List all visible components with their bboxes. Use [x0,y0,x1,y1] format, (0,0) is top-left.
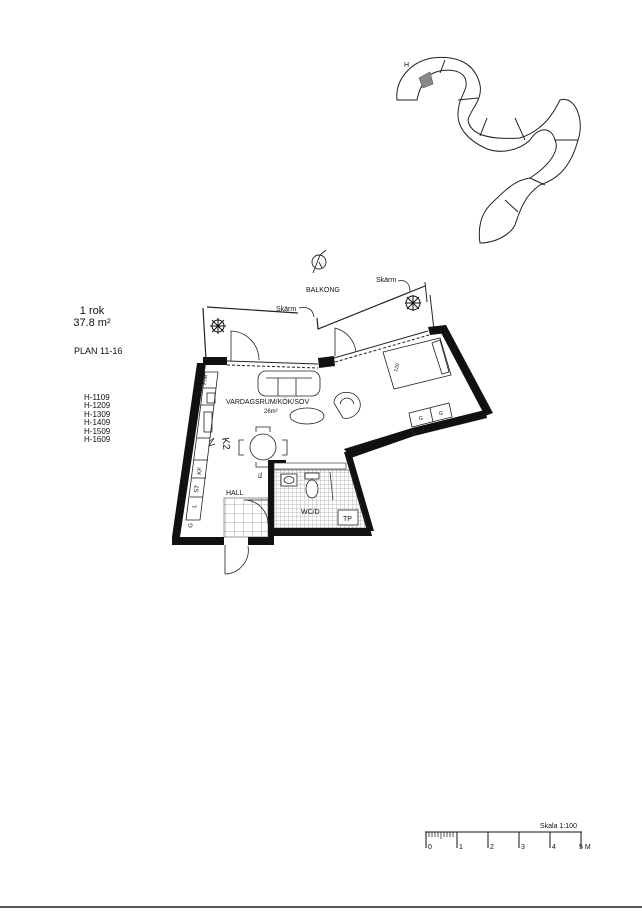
living-room-label: VARDAGSRUM/KÖK/SOV [226,398,309,406]
scale-tick-4: 4 [552,844,556,851]
scale-tick-2: 2 [490,844,494,851]
living-room-area: 26m² [264,409,278,415]
unit-area: 37.8 m² [73,317,111,329]
entrance-door [224,545,249,575]
cabinet-st: ST [194,485,201,494]
bath-tp-box [337,509,359,526]
apartment-number: H-1409 [84,418,111,428]
page-bottom-line [0,906,642,908]
dining-set [238,426,288,468]
kitchen-k2-label: K2 [219,437,232,451]
balcony-door-right [334,327,357,356]
screen-left-arrow-icon [298,307,315,318]
shower-line [329,471,334,501]
hall-label: HALL [226,490,244,497]
bathroom-door [243,499,269,525]
coffee-table [289,407,325,425]
bath-tp-label: TP [343,516,352,523]
armchair [333,391,361,419]
plant-right-icon [405,295,421,311]
sink [280,473,298,487]
scale-tick-3: 3 [521,844,525,851]
apartment-number: H-1509 [84,426,111,436]
scale-tick-5: 5 M [579,844,591,851]
screen-right-arrow-icon [397,280,411,293]
scale-bar [425,831,582,848]
scale-label: Skala 1:100 [540,823,577,830]
scale-tick-0: 0 [428,844,432,851]
key-plan-unit-marker [418,71,434,89]
kitchen-zigzag [208,437,216,447]
bathroom-wall-top [273,462,347,470]
scale-tick-1: 1 [459,844,463,851]
hall-floor [223,497,269,538]
cabinet-fm: F/M [202,374,209,385]
apartment-number: H-1309 [84,409,111,419]
glass-facade [202,307,430,369]
screen-left-label: Skärm [276,306,296,313]
toilet [304,472,320,499]
wardrobe-label-2: G [439,411,443,417]
north-arrow-icon [311,249,327,274]
plant-left-icon [210,318,226,334]
wardrobe [408,402,453,428]
key-plan [396,56,581,244]
el-label: EL [258,472,264,478]
bed [382,337,452,390]
balcony-door-left [230,330,260,361]
apartment-number: H-1209 [84,401,111,411]
floor-range: PLAN 11-16 [74,346,123,356]
apartment-list: H-1109 H-1209 H-1309 H-1409 H-1509 H-160… [84,393,122,445]
sofa [257,370,321,397]
bathroom-label: WC/D [301,509,320,516]
cabinet-g: G [188,522,195,528]
kitchen-counter [185,371,219,521]
apartment-number: H-1609 [84,435,111,445]
key-plan-marker-label: H [404,62,409,69]
cabinet-l: L [192,503,198,508]
wardrobe-label-1: G [419,416,423,422]
apartment-number: H-1109 [84,393,110,402]
cabinet-kf: KF [197,467,204,476]
exterior-walls [172,325,493,545]
balcony-outline [206,281,435,331]
balcony-label: BALKONG [306,287,340,294]
unit-type: 1 rok [79,305,105,317]
screen-right-label: Skärm [376,277,396,284]
bed-size-label: 120 [393,363,401,373]
unit-info: 1 rok 37.8 m² PLAN 11-16 H-1109 H-1209 H… [62,305,122,444]
